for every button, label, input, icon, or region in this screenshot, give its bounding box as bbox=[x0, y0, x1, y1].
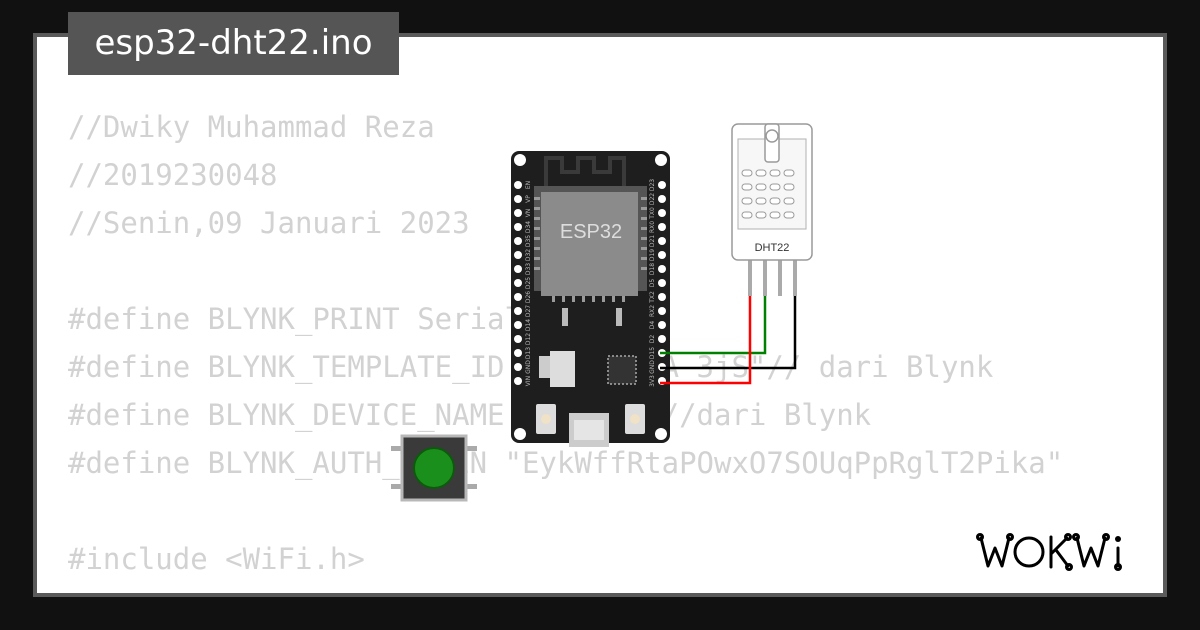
code-line: #include <WiFiClient.h> bbox=[68, 583, 1063, 593]
pin-label-right: 3V3 bbox=[649, 375, 656, 387]
pin-label-right: D15 bbox=[649, 347, 656, 359]
pin-label-right: GND bbox=[649, 360, 656, 374]
pin-label-left: D25 bbox=[525, 277, 532, 289]
pin-label-right: D21 bbox=[649, 235, 656, 247]
pin-label-left: D26 bbox=[525, 291, 532, 303]
pin-label-right: TX2 bbox=[649, 291, 656, 304]
pin-label-left: VIN bbox=[525, 376, 532, 386]
code-line: //2019230048 bbox=[68, 158, 278, 192]
esp32-board[interactable]: ESP32 EN VP VN D34 D35 D32 D33 D25 D26 D… bbox=[511, 151, 670, 447]
pin-label-left: GND bbox=[525, 360, 532, 374]
code-line: //Dwiky Muhammad Reza bbox=[68, 110, 435, 144]
pin-label-left: EN bbox=[525, 181, 532, 189]
code-line: #define BLYNK_PRINT Serial bbox=[68, 302, 522, 336]
pin-label-right: D4 bbox=[649, 321, 656, 330]
pin-label-left: D35 bbox=[525, 235, 532, 247]
esp32-chip-label: ESP32 bbox=[560, 221, 622, 243]
wokwi-logo bbox=[976, 533, 1122, 571]
code-line: #include <WiFi.h> bbox=[68, 542, 365, 576]
pin-label-right: D18 bbox=[649, 263, 656, 275]
pin-label-right: RX0 bbox=[649, 221, 656, 233]
pin-label-left: VN bbox=[525, 209, 532, 218]
pin-label-left: D33 bbox=[525, 263, 532, 275]
pin-label-right: TX0 bbox=[649, 207, 656, 220]
pin-label-right: D5 bbox=[649, 279, 656, 288]
pin-label-right: RX2 bbox=[649, 305, 656, 317]
pin-label-right: D22 bbox=[649, 193, 656, 205]
pushbutton[interactable] bbox=[391, 434, 477, 502]
code-editor: //Dwiky Muhammad Reza //2019230048 //Senin… bbox=[68, 103, 1063, 593]
pin-label-left: D27 bbox=[525, 305, 532, 317]
wire-vcc[interactable] bbox=[660, 296, 752, 385]
dht22-sensor[interactable]: DHT22 bbox=[731, 123, 813, 296]
pin-label-left: VP bbox=[525, 195, 532, 203]
pin-label-left: D12 bbox=[525, 333, 532, 345]
dht22-label: DHT22 bbox=[755, 242, 790, 254]
pin-label-left: D14 bbox=[525, 319, 532, 331]
file-name-tab[interactable]: esp32-dht22.ino bbox=[68, 12, 399, 75]
pin-label-right: D23 bbox=[649, 179, 656, 191]
wire-data[interactable] bbox=[660, 296, 767, 355]
code-line: //Senin,09 Januari 2023 bbox=[68, 206, 470, 240]
pin-label-left: D13 bbox=[525, 347, 532, 359]
pin-label-right: D19 bbox=[649, 249, 656, 261]
wire-gnd[interactable] bbox=[660, 296, 797, 370]
pin-label-left: D34 bbox=[525, 221, 532, 233]
wires bbox=[660, 296, 797, 385]
pushbutton-cap[interactable] bbox=[413, 447, 455, 489]
pin-label-left: D32 bbox=[525, 249, 532, 261]
pin-label-right: D2 bbox=[649, 335, 656, 344]
